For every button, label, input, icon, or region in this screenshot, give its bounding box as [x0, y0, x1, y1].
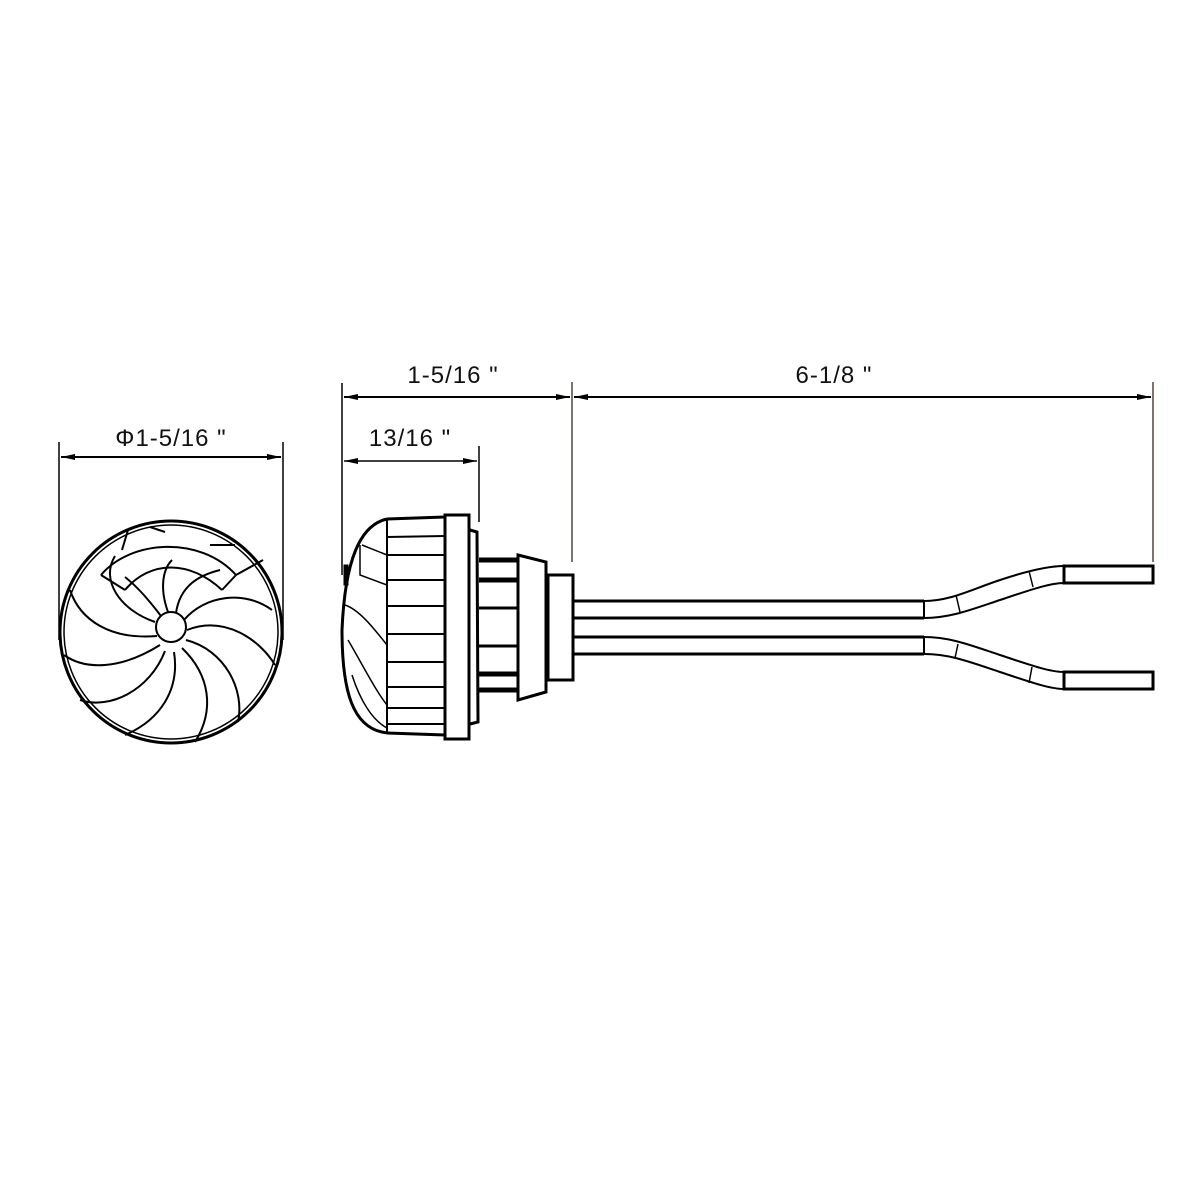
wire-end-bottom [1062, 670, 1155, 691]
center-hub [155, 611, 187, 643]
gasket [469, 528, 480, 726]
wire-end-top [1062, 564, 1155, 585]
lens-inner-ring [63, 524, 279, 740]
side-view: 1-5/16 " 13/16 " 6-1/8 " [340, 362, 1155, 741]
grommet-cone [516, 553, 548, 702]
wire-length-label: 6-1/8 " [796, 362, 873, 389]
lens-depth-label: 13/16 " [369, 425, 451, 452]
swirl-pattern [63, 526, 276, 743]
grommet-body [479, 557, 518, 693]
lens-dome [340, 515, 446, 737]
wire-boot [546, 573, 575, 682]
mounting-flange [443, 513, 471, 741]
wire-pigtail [573, 564, 1155, 691]
body-length-label: 1-5/16 " [407, 362, 498, 389]
diameter-label: Φ1-5/16 " [115, 425, 226, 452]
front-view: Φ1-5/16 " [58, 425, 284, 745]
lens-outer-ring [58, 519, 284, 745]
